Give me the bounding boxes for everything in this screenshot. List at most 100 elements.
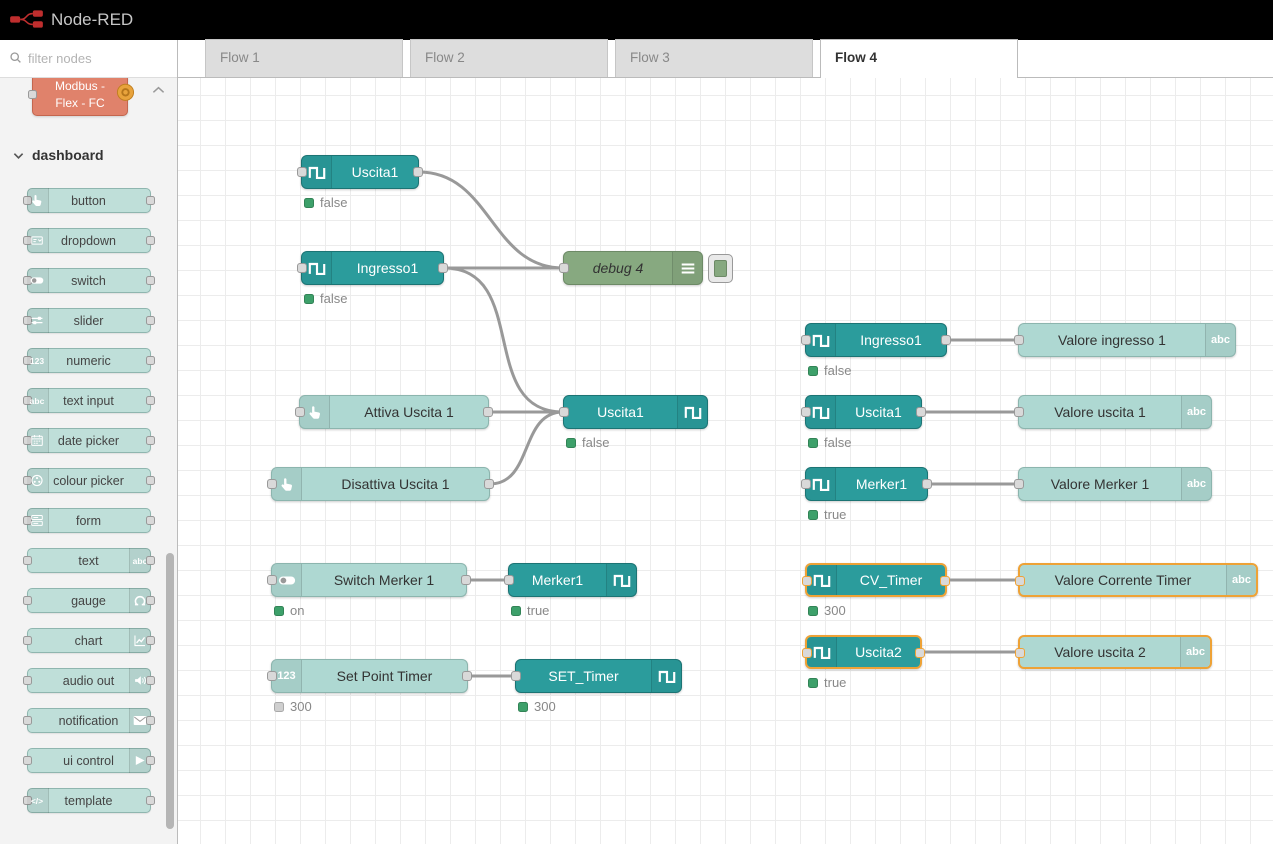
palette-node-button[interactable]: button (27, 188, 151, 213)
flow-node-merker1_b[interactable]: Merker1 (805, 467, 928, 501)
flow-node-uscita1_b[interactable]: Uscita1 (563, 395, 708, 429)
status-indicator-icon (274, 606, 284, 616)
status-indicator-icon (808, 606, 818, 616)
input-port[interactable] (559, 263, 569, 273)
flow-node-debug4[interactable]: debug 4 (563, 251, 703, 285)
status-text: 300 (534, 699, 556, 714)
flow-node-setpoint[interactable]: 123Set Point Timer (271, 659, 468, 693)
flow-node-attiva[interactable]: Attiva Uscita 1 (299, 395, 489, 429)
palette-node-gauge[interactable]: gauge (27, 588, 151, 613)
output-port[interactable] (461, 575, 471, 585)
input-port[interactable] (511, 671, 521, 681)
status-indicator-icon (304, 198, 314, 208)
output-port[interactable] (462, 671, 472, 681)
output-port[interactable] (483, 407, 493, 417)
input-port[interactable] (1014, 335, 1024, 345)
port-icon (23, 556, 32, 565)
palette-node-label: text input (63, 394, 114, 408)
flow-node-uscita1_a[interactable]: Uscita1 (301, 155, 419, 189)
input-port[interactable] (802, 648, 812, 658)
output-port[interactable] (940, 576, 950, 586)
palette-node-ui-control[interactable]: ui control (27, 748, 151, 773)
flow-node-settimer[interactable]: SET_Timer (515, 659, 682, 693)
wire-ingresso1_a-to-uscita1_b[interactable] (444, 268, 563, 412)
palette-node-template[interactable]: </> template (27, 788, 151, 813)
palette-node-slider[interactable]: slider (27, 308, 151, 333)
input-port[interactable] (297, 167, 307, 177)
flow-node-val_corrente[interactable]: abcValore Corrente Timer (1018, 563, 1258, 597)
abc-icon: abc (1226, 565, 1256, 595)
filter-nodes-input[interactable] (28, 51, 168, 66)
code-icon: </> (27, 788, 49, 813)
palette-node-form[interactable]: form (27, 508, 151, 533)
palette-node-audio-out[interactable]: audio out (27, 668, 151, 693)
status-indicator-icon (808, 510, 818, 520)
flow-node-val_uscita2[interactable]: abcValore uscita 2 (1018, 635, 1212, 669)
input-port[interactable] (801, 407, 811, 417)
input-port[interactable] (267, 479, 277, 489)
input-port[interactable] (297, 263, 307, 273)
input-port[interactable] (267, 575, 277, 585)
flow-node-uscita2[interactable]: Uscita2 (805, 635, 922, 669)
wire-disattiva-to-uscita1_b[interactable] (490, 412, 563, 484)
input-port[interactable] (1014, 407, 1024, 417)
node-status: true (808, 507, 846, 522)
flow-node-disattiva[interactable]: Disattiva Uscita 1 (271, 467, 490, 501)
flow-node-val_merker[interactable]: abcValore Merker 1 (1018, 467, 1212, 501)
input-port[interactable] (1014, 479, 1024, 489)
palette-node-switch[interactable]: switch (27, 268, 151, 293)
input-port[interactable] (802, 576, 812, 586)
flow-node-ingresso1_b[interactable]: Ingresso1 (805, 323, 947, 357)
flow-node-cvtimer[interactable]: CV_Timer (805, 563, 947, 597)
scroll-up-icon[interactable] (152, 81, 165, 97)
palette-node-label: notification (59, 714, 119, 728)
input-port[interactable] (801, 335, 811, 345)
palette-node-text[interactable]: abctext (27, 548, 151, 573)
flow-node-val_ingresso[interactable]: abcValore ingresso 1 (1018, 323, 1236, 357)
tab-flow-3[interactable]: Flow 3 (615, 39, 813, 77)
palette-node-numeric[interactable]: 123numeric (27, 348, 151, 373)
palette-node-colour-picker[interactable]: colour picker (27, 468, 151, 493)
palette-node-text-input[interactable]: abctext input (27, 388, 151, 413)
pulse-icon (651, 660, 681, 692)
input-port[interactable] (1015, 648, 1025, 658)
port-icon (146, 476, 155, 485)
palette-node-notification[interactable]: notification (27, 708, 151, 733)
input-port[interactable] (295, 407, 305, 417)
node-label: Merker1 (836, 476, 927, 492)
tab-flow-2[interactable]: Flow 2 (410, 39, 608, 77)
input-port[interactable] (1015, 576, 1025, 586)
flow-canvas[interactable]: Uscita1 false Ingresso1 false debug 4 Attiva … (178, 78, 1273, 844)
tab-flow-1[interactable]: Flow 1 (205, 39, 403, 77)
output-port[interactable] (916, 407, 926, 417)
palette-node-label: template (65, 794, 113, 808)
flow-node-switch_merker[interactable]: Switch Merker 1 (271, 563, 467, 597)
output-port[interactable] (941, 335, 951, 345)
output-port[interactable] (922, 479, 932, 489)
node-label: Ingresso1 (332, 260, 443, 276)
palette-node-date-picker[interactable]: date picker (27, 428, 151, 453)
flow-node-uscita1_c[interactable]: Uscita1 (805, 395, 922, 429)
flow-node-ingresso1_a[interactable]: Ingresso1 (301, 251, 444, 285)
input-port[interactable] (559, 407, 569, 417)
output-port[interactable] (915, 648, 925, 658)
input-port[interactable] (801, 479, 811, 489)
tab-flow-4[interactable]: Flow 4 (820, 39, 1018, 78)
debug-enable-toggle[interactable] (708, 254, 733, 283)
flow-node-merker1_a[interactable]: Merker1 (508, 563, 637, 597)
port-icon (146, 196, 155, 205)
input-port[interactable] (267, 671, 277, 681)
output-port[interactable] (413, 167, 423, 177)
palette-category-dashboard[interactable]: dashboard (0, 138, 177, 172)
status-text: false (824, 435, 851, 450)
output-port[interactable] (438, 263, 448, 273)
palette-node-modbus-flex-fc[interactable]: Modbus - Flex - FC (32, 78, 128, 116)
input-port[interactable] (504, 575, 514, 585)
output-port[interactable] (484, 479, 494, 489)
node-label: Disattiva Uscita 1 (302, 476, 489, 492)
flow-node-val_uscita1[interactable]: abcValore uscita 1 (1018, 395, 1212, 429)
palette-scrollbar-thumb[interactable] (166, 553, 174, 829)
status-text: false (824, 363, 851, 378)
palette-node-dropdown[interactable]: dropdown (27, 228, 151, 253)
palette-node-chart[interactable]: chart (27, 628, 151, 653)
